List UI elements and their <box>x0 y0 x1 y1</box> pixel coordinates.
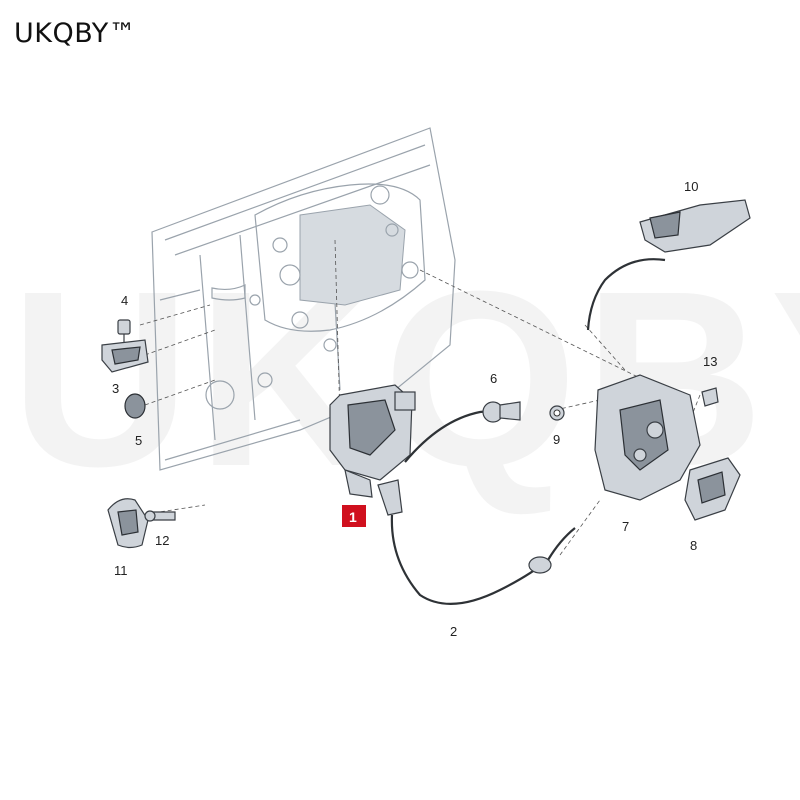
callout-8: 8 <box>690 538 697 553</box>
callout-9: 9 <box>553 432 560 447</box>
part-7-carrier-plate <box>594 374 701 501</box>
callout-10: 10 <box>684 179 698 194</box>
callout-5: 5 <box>135 433 142 448</box>
part-9-grommet <box>549 405 565 421</box>
part-3-handle-bracket <box>101 339 149 373</box>
part-8-actuator <box>684 457 741 521</box>
part-13-cap <box>701 387 719 407</box>
callout-2: 2 <box>450 624 457 639</box>
callout-4: 4 <box>121 293 128 308</box>
svg-text:1: 1 <box>349 509 357 525</box>
callout-1-highlight <box>342 505 366 527</box>
part-12-bolt <box>144 510 176 522</box>
part-5-cap <box>124 393 146 419</box>
part-1-door-lock <box>329 384 416 516</box>
part-10-interior-handle <box>586 199 751 331</box>
callout-6: 6 <box>490 371 497 386</box>
callout-12: 12 <box>155 533 169 548</box>
callout-7: 7 <box>622 519 629 534</box>
callout-11: 11 <box>114 563 128 578</box>
part-2-cable <box>390 514 576 605</box>
callout-1: 1 <box>342 505 366 527</box>
brand-logo-text: UKQBY™ <box>14 18 137 49</box>
part-11-striker <box>107 498 149 549</box>
part-6-cable <box>404 401 521 463</box>
callout-13: 13 <box>703 354 717 369</box>
part-4-screw <box>117 319 131 342</box>
callout-3: 3 <box>112 381 119 396</box>
